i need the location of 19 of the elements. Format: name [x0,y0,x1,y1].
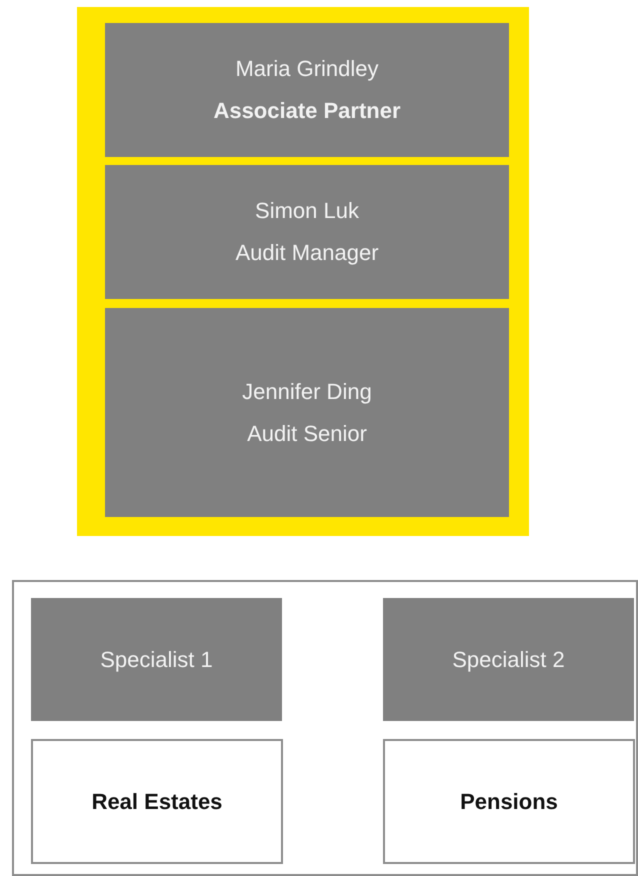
team-panel [77,7,529,536]
node-text: Audit Senior [247,420,367,448]
specialist-panel [12,580,638,876]
node-text: Maria Grindley [235,55,379,83]
person-box [383,598,634,721]
person-box [105,23,509,157]
node-text: Associate Partner [213,97,401,125]
team-box [383,739,635,864]
node-text: Simon Luk [255,197,359,225]
node-text: Specialist 2 [452,646,565,674]
node-text: Audit Manager [235,239,379,267]
person-box [105,308,509,517]
node-text: Specialist 1 [100,646,213,674]
person-box [105,165,509,299]
team-box [31,739,283,864]
person-box [31,598,282,721]
node-text: Jennifer Ding [242,378,372,406]
node-text: Real Estates [92,788,222,816]
node-text: Pensions [460,788,558,816]
